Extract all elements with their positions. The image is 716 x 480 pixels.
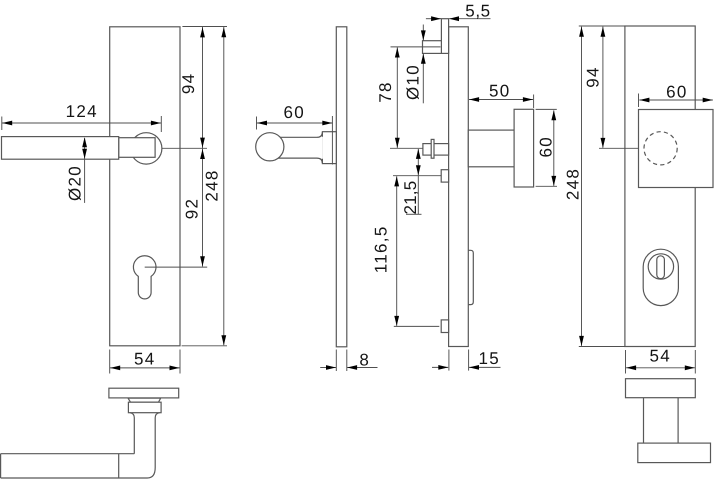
svg-text:54: 54 <box>649 347 671 366</box>
svg-text:5,5: 5,5 <box>465 2 490 21</box>
svg-text:Ø10: Ø10 <box>403 64 422 100</box>
svg-text:15: 15 <box>479 349 501 368</box>
svg-text:94: 94 <box>583 66 602 88</box>
svg-text:60: 60 <box>284 103 306 122</box>
svg-text:248: 248 <box>564 168 583 200</box>
svg-text:94: 94 <box>179 73 198 95</box>
svg-text:116,5: 116,5 <box>371 225 390 273</box>
svg-text:8: 8 <box>359 350 370 369</box>
svg-text:92: 92 <box>182 198 201 220</box>
svg-text:50: 50 <box>489 81 511 100</box>
svg-text:21,5: 21,5 <box>401 181 420 215</box>
svg-text:78: 78 <box>376 81 395 103</box>
svg-text:124: 124 <box>66 102 98 121</box>
svg-text:54: 54 <box>134 349 156 368</box>
svg-text:Ø20: Ø20 <box>65 165 84 201</box>
svg-text:60: 60 <box>666 82 688 101</box>
svg-text:248: 248 <box>202 169 221 201</box>
svg-text:60: 60 <box>537 136 556 158</box>
